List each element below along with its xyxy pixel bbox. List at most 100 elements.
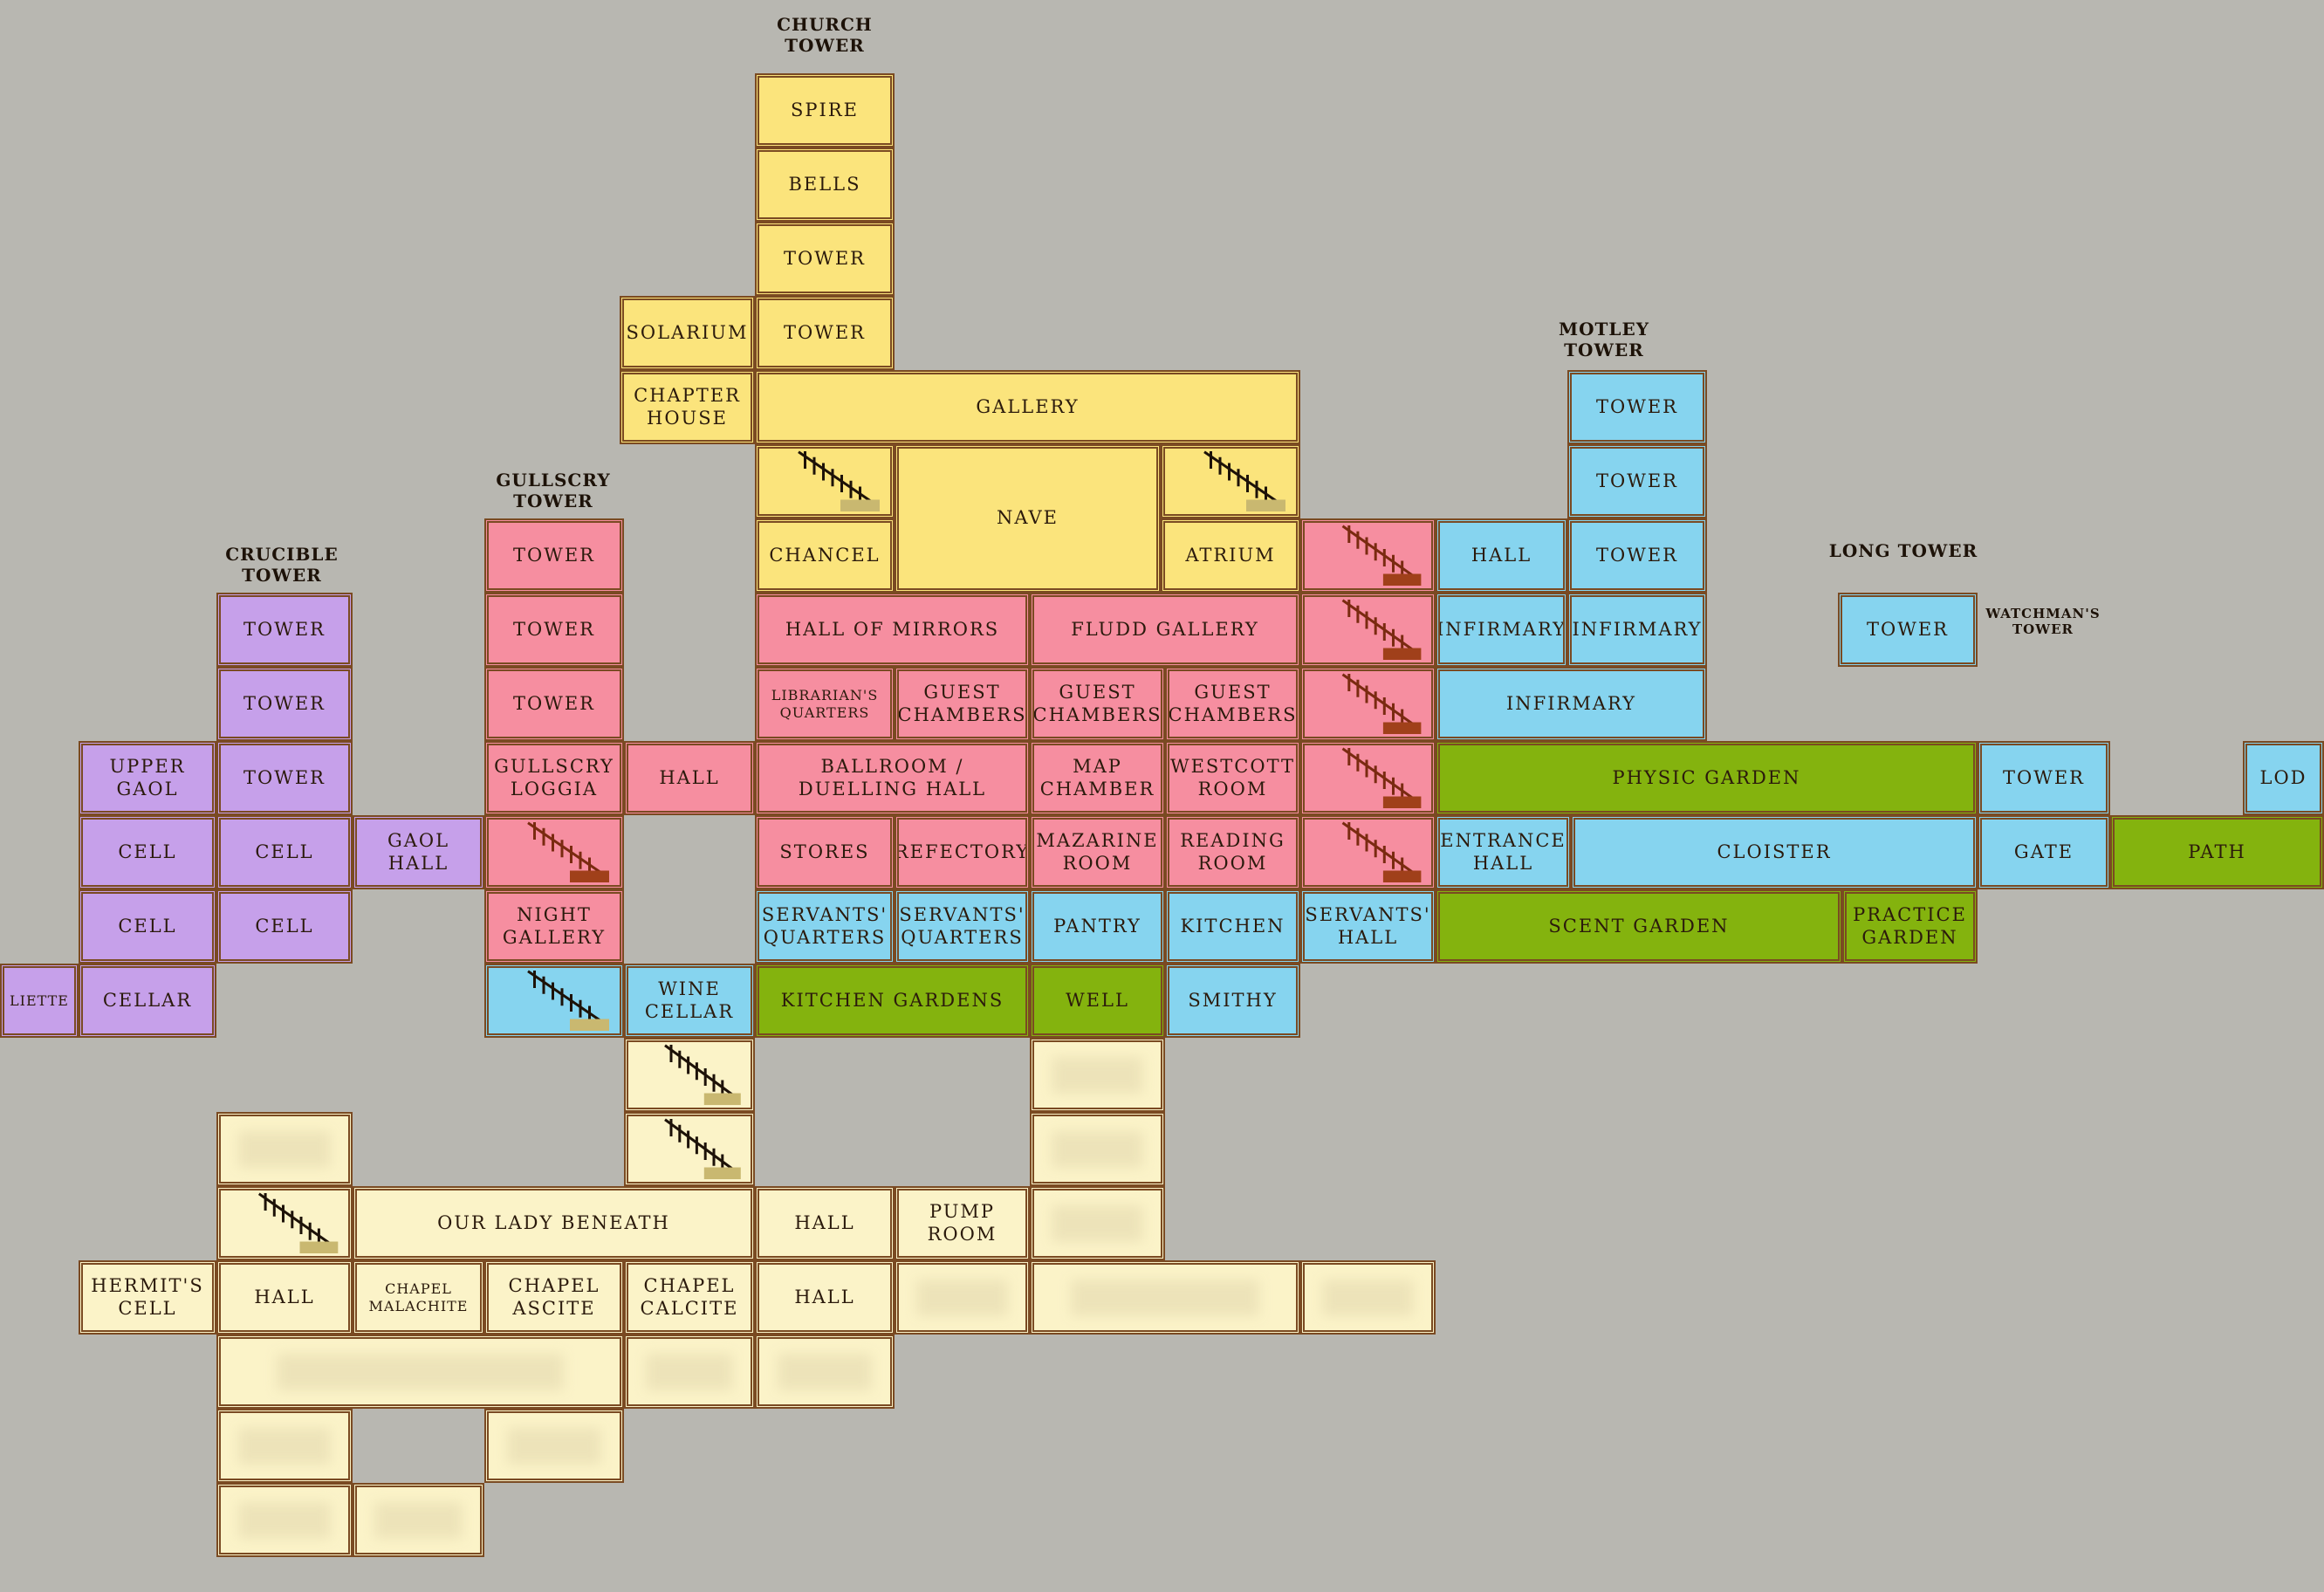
room-scent-garden[interactable]: SCENT GARDEN: [1436, 889, 1842, 964]
room-chapel-calcite[interactable]: CHAPEL CALCITE: [624, 1260, 755, 1335]
room-cell[interactable]: CELL: [216, 889, 353, 964]
stairs-room[interactable]: [1300, 518, 1436, 593]
room-solarium[interactable]: SOLARIUM: [620, 296, 755, 370]
room-gaol-hall[interactable]: GAOL HALL: [353, 815, 484, 889]
stairs-room[interactable]: [216, 1186, 353, 1260]
room-smithy[interactable]: SMITHY: [1165, 964, 1300, 1038]
obscured-room[interactable]: [1300, 1260, 1436, 1335]
stairs-room[interactable]: [624, 1038, 755, 1112]
room-hall[interactable]: HALL: [216, 1260, 353, 1335]
room-practice-garden[interactable]: PRACTICE GARDEN: [1842, 889, 1978, 964]
room-servants-quarters[interactable]: SERVANTS' QUARTERS: [895, 889, 1030, 964]
stairs-room[interactable]: [484, 815, 624, 889]
obscured-room[interactable]: [216, 1335, 624, 1409]
obscured-room[interactable]: [353, 1483, 484, 1557]
stairs-room[interactable]: [624, 1112, 755, 1186]
room-gate[interactable]: GATE: [1978, 815, 2110, 889]
room-atrium[interactable]: ATRIUM: [1161, 518, 1300, 593]
room-tower[interactable]: TOWER: [216, 667, 353, 741]
room-map-chamber[interactable]: MAP CHAMBER: [1030, 741, 1165, 815]
room-reading-room[interactable]: READING ROOM: [1165, 815, 1300, 889]
room-infirmary[interactable]: INFIRMARY: [1436, 593, 1567, 667]
room-pantry[interactable]: PANTRY: [1030, 889, 1165, 964]
room-infirmary[interactable]: INFIRMARY: [1567, 593, 1707, 667]
room-tower[interactable]: TOWER: [484, 593, 624, 667]
room-librarian-s-quarters[interactable]: LIBRARIAN'S QUARTERS: [755, 667, 895, 741]
room-hall[interactable]: HALL: [755, 1186, 895, 1260]
stairs-room[interactable]: [755, 444, 895, 518]
room-liette[interactable]: LIETTE: [0, 964, 79, 1038]
room-nave[interactable]: NAVE: [895, 444, 1161, 593]
room-hall[interactable]: HALL: [624, 741, 755, 815]
room-path[interactable]: PATH: [2110, 815, 2324, 889]
room-hall[interactable]: HALL: [755, 1260, 895, 1335]
room-tower[interactable]: TOWER: [216, 741, 353, 815]
obscured-room[interactable]: [484, 1409, 624, 1483]
room-infirmary[interactable]: INFIRMARY: [1436, 667, 1707, 741]
obscured-room[interactable]: [624, 1335, 755, 1409]
room-upper-gaol[interactable]: UPPER GAOL: [79, 741, 216, 815]
room-chapter-house[interactable]: CHAPTER HOUSE: [620, 370, 755, 444]
room-cloister[interactable]: CLOISTER: [1571, 815, 1978, 889]
room-fludd-gallery[interactable]: FLUDD GALLERY: [1030, 593, 1300, 667]
room-lod[interactable]: LOD: [2243, 741, 2324, 815]
room-pump-room[interactable]: PUMP ROOM: [895, 1186, 1030, 1260]
room-well[interactable]: WELL: [1030, 964, 1165, 1038]
room-tower[interactable]: TOWER: [755, 222, 895, 296]
stairs-room[interactable]: [1300, 815, 1436, 889]
room-wine-cellar[interactable]: WINE CELLAR: [624, 964, 755, 1038]
room-hall-of-mirrors[interactable]: HALL OF MIRRORS: [755, 593, 1030, 667]
room-hall[interactable]: HALL: [1436, 518, 1567, 593]
room-guest-chambers[interactable]: GUEST CHAMBERS: [1165, 667, 1300, 741]
room-chapel-ascite[interactable]: CHAPEL ASCITE: [484, 1260, 624, 1335]
room-guest-chambers[interactable]: GUEST CHAMBERS: [895, 667, 1030, 741]
room-mazarine-room[interactable]: MAZARINE ROOM: [1030, 815, 1165, 889]
room-tower[interactable]: TOWER: [1567, 370, 1707, 444]
stairs-room[interactable]: [1300, 667, 1436, 741]
room-physic-garden[interactable]: PHYSIC GARDEN: [1436, 741, 1978, 815]
room-westcott-room[interactable]: WESTCOTT ROOM: [1165, 741, 1300, 815]
room-stores[interactable]: STORES: [755, 815, 895, 889]
room-bells[interactable]: BELLS: [755, 148, 895, 222]
obscured-room[interactable]: [755, 1335, 895, 1409]
room-gullscry-loggia[interactable]: GULLSCRY LOGGIA: [484, 741, 624, 815]
room-cell[interactable]: CELL: [216, 815, 353, 889]
room-kitchen-gardens[interactable]: KITCHEN GARDENS: [755, 964, 1030, 1038]
room-tower[interactable]: TOWER: [1567, 518, 1707, 593]
obscured-room[interactable]: [1030, 1112, 1165, 1186]
room-chancel[interactable]: CHANCEL: [755, 518, 895, 593]
obscured-room[interactable]: [216, 1112, 353, 1186]
room-tower[interactable]: TOWER: [1838, 593, 1978, 667]
room-kitchen[interactable]: KITCHEN: [1165, 889, 1300, 964]
obscured-room[interactable]: [1030, 1038, 1165, 1112]
stairs-room[interactable]: [1300, 741, 1436, 815]
room-entrance-hall[interactable]: ENTRANCE HALL: [1436, 815, 1571, 889]
obscured-room[interactable]: [216, 1409, 353, 1483]
stairs-room[interactable]: [1161, 444, 1300, 518]
obscured-room[interactable]: [895, 1260, 1030, 1335]
room-ballroom-duelling-hall[interactable]: BALLROOM / DUELLING HALL: [755, 741, 1030, 815]
room-night-gallery[interactable]: NIGHT GALLERY: [484, 889, 624, 964]
room-cell[interactable]: CELL: [79, 815, 216, 889]
room-our-lady-beneath[interactable]: OUR LADY BENEATH: [353, 1186, 755, 1260]
room-cellar[interactable]: CELLAR: [79, 964, 216, 1038]
room-tower[interactable]: TOWER: [1567, 444, 1707, 518]
room-tower[interactable]: TOWER: [1978, 741, 2110, 815]
room-refectory[interactable]: REFECTORY: [895, 815, 1030, 889]
stairs-room[interactable]: [1300, 593, 1436, 667]
room-spire[interactable]: SPIRE: [755, 73, 895, 148]
room-servants-hall[interactable]: SERVANTS' HALL: [1300, 889, 1436, 964]
room-guest-chambers[interactable]: GUEST CHAMBERS: [1030, 667, 1165, 741]
room-chapel-malachite[interactable]: CHAPEL MALACHITE: [353, 1260, 484, 1335]
room-servants-quarters[interactable]: SERVANTS' QUARTERS: [755, 889, 895, 964]
room-tower[interactable]: TOWER: [216, 593, 353, 667]
stairs-room[interactable]: [484, 964, 624, 1038]
room-tower[interactable]: TOWER: [484, 667, 624, 741]
obscured-room[interactable]: [1030, 1186, 1165, 1260]
room-tower[interactable]: TOWER: [755, 296, 895, 370]
room-hermit-s-cell[interactable]: HERMIT'S CELL: [79, 1260, 216, 1335]
room-tower[interactable]: TOWER: [484, 518, 624, 593]
obscured-room[interactable]: [216, 1483, 353, 1557]
room-gallery[interactable]: GALLERY: [755, 370, 1300, 444]
obscured-room[interactable]: [1030, 1260, 1300, 1335]
